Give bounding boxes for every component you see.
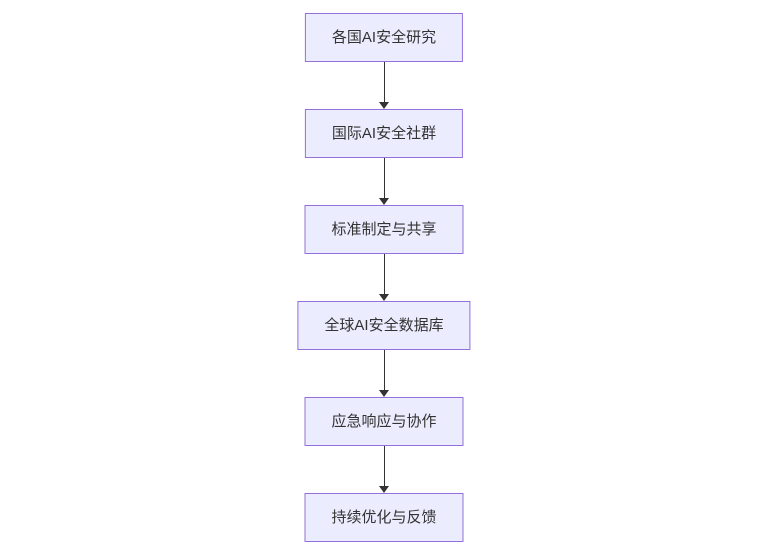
flow-node-standards-development-sharing: 标准制定与共享 (304, 205, 464, 254)
flow-node-label: 全球AI安全数据库 (324, 317, 444, 334)
flow-node-continuous-optimization-feedback: 持续优化与反馈 (304, 493, 464, 542)
flow-node-label: 持续优化与反馈 (331, 509, 437, 526)
flow-edge-2-3 (379, 158, 389, 205)
flow-node-national-ai-safety-research: 各国AI安全研究 (304, 13, 464, 62)
flow-node-international-ai-safety-community: 国际AI安全社群 (304, 109, 464, 158)
edge-line (383, 62, 385, 103)
arrowhead-down-icon (379, 198, 389, 205)
arrowhead-down-icon (379, 102, 389, 109)
flow-node-emergency-response-collaboration: 应急响应与协作 (304, 397, 464, 446)
flow-node-global-ai-safety-database: 全球AI安全数据库 (297, 301, 471, 350)
edge-line (383, 350, 385, 391)
flow-node-label: 国际AI安全社群 (331, 125, 437, 142)
flow-node-label: 各国AI安全研究 (331, 29, 437, 46)
edge-line (383, 254, 385, 295)
flow-edge-4-5 (379, 350, 389, 397)
flow-edge-3-4 (379, 254, 389, 301)
arrowhead-down-icon (379, 486, 389, 493)
flow-node-label: 应急响应与协作 (331, 413, 437, 430)
arrowhead-down-icon (379, 294, 389, 301)
edge-line (383, 158, 385, 199)
flow-edge-5-6 (379, 446, 389, 493)
flow-node-label: 标准制定与共享 (331, 221, 437, 238)
arrowhead-down-icon (379, 390, 389, 397)
flow-edge-1-2 (379, 62, 389, 109)
edge-line (383, 446, 385, 487)
